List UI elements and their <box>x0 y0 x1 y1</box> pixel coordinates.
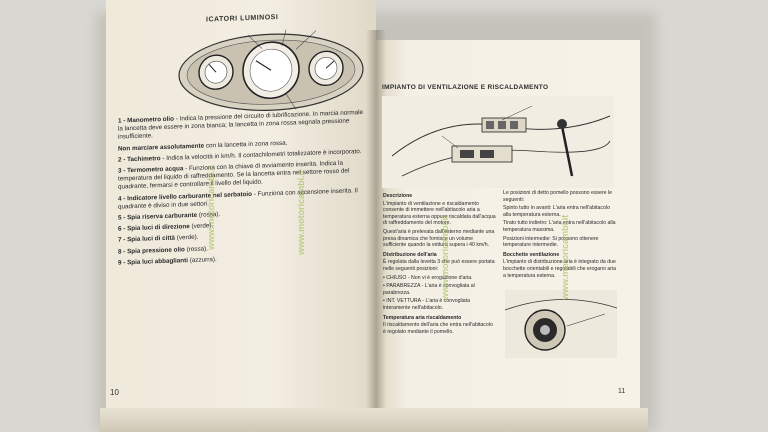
paragraph: È regolata dalla levetta 3 che può esser… <box>383 259 495 272</box>
paragraph: Quest'aria è prelevata dall'esterno medi… <box>383 228 495 249</box>
left-page: ICATORI LUMINOSI 1 - Manometro olio - In… <box>106 0 376 432</box>
paragraph: Posizioni intermedie: Si possono ottener… <box>503 235 599 249</box>
left-page-text: 1 - Manometro olio - Indica la pressione… <box>118 109 368 271</box>
section-heading: Distribuzione dell'aria <box>383 251 437 258</box>
section-heading: Temperatura aria riscaldamento <box>383 314 462 321</box>
paragraph: Tirato tutto indietro: L'aria entra nell… <box>503 220 616 233</box>
paragraph: Spinto tutto in avanti: L'aria entra nel… <box>503 205 610 218</box>
watermark: www.motoricambi.it <box>440 214 450 300</box>
paragraph: • CHIUSO - Non vi è erogazione d'aria. <box>383 274 473 281</box>
knob-illustration <box>505 290 617 358</box>
watermark: www.motoricambi.it <box>206 164 216 250</box>
book-gutter <box>366 30 386 430</box>
watermark: www.motoricambi.it <box>560 214 570 300</box>
right-page-title: IMPIANTO DI VENTILAZIONE E RISCALDAMENTO <box>382 84 549 91</box>
paragraph: L'impianto di ventilazione e riscaldamen… <box>383 200 496 227</box>
page-number-left: 10 <box>110 388 119 397</box>
ventilation-illustration <box>382 96 614 188</box>
paragraph: Il riscaldamento dell'aria che entra nel… <box>383 322 493 335</box>
watermark: www.motoricambi.it <box>296 169 306 255</box>
section-heading: Descrizione <box>383 193 413 199</box>
right-page-column-left: Descrizione L'impianto di ventilazione e… <box>383 190 497 337</box>
paragraph: • PARABREZZA - L'aria è convogliata al p… <box>383 283 475 296</box>
paragraph: Le posizioni di detto pomello possono es… <box>503 190 613 203</box>
right-page-column-right: Le posizioni di detto pomello possono es… <box>503 190 617 281</box>
page-edge <box>100 408 648 432</box>
section-heading: Bocchette ventilazione <box>503 251 560 258</box>
left-section-title: ICATORI LUMINOSI <box>206 13 279 24</box>
paragraph: L'impianto di distribuzione aria è integ… <box>503 259 617 279</box>
paragraph: • INT. VETTURA - L'aria è convogliata in… <box>383 298 470 311</box>
page-number-right: 11 <box>618 388 626 395</box>
dashboard-illustration <box>178 29 364 111</box>
